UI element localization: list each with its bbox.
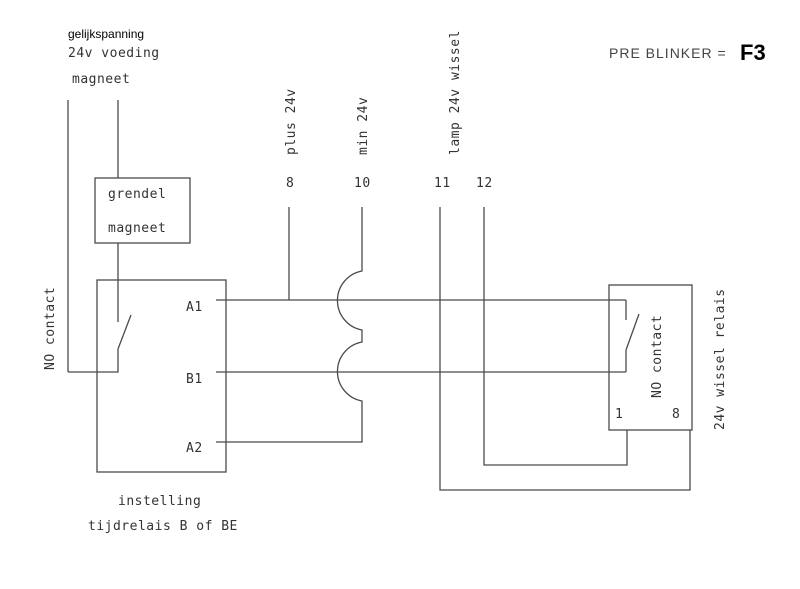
left-no-contact-label: NO contact [43, 287, 58, 370]
supply-label: 24v voeding [68, 46, 160, 61]
terminal-b1: B1 [186, 372, 203, 387]
terminal-number-12: 12 [476, 176, 493, 191]
terminal-label-min: min 24v [356, 97, 371, 155]
wire-11 [439, 207, 691, 491]
diagram-title: PRE BLINKER = [609, 45, 727, 61]
terminal-label-lamp: lamp 24v wissel [448, 30, 463, 155]
timer-switch-blade [117, 314, 132, 350]
relay-pin-8: 8 [672, 407, 680, 422]
lock-magnet-label-2: magneet [108, 221, 166, 236]
timer-switch-lower [68, 349, 119, 373]
switch-relay-label: 24v wissel relais [713, 288, 728, 430]
terminal-a1: A1 [186, 300, 203, 315]
switch-relay-box [608, 284, 693, 431]
supply-magnet-label: magneet [72, 72, 130, 87]
wire-12 [483, 207, 628, 466]
terminal-number-10: 10 [354, 176, 371, 191]
timer-caption-2: tijdrelais B of BE [88, 519, 238, 534]
lock-magnet-label-1: grendel [108, 187, 166, 202]
diagram-code: F3 [740, 40, 766, 65]
relay-pin-1: 1 [615, 407, 623, 422]
terminal-number-11: 11 [434, 176, 451, 191]
timer-caption-1: instelling [118, 494, 201, 509]
relay-no-contact-label: NO contact [650, 315, 665, 398]
terminal-a2: A2 [186, 441, 203, 456]
terminal-number-8: 8 [286, 176, 294, 191]
supply-type-label: gelijkspanning [68, 27, 144, 41]
terminal-label-plus: plus 24v [284, 88, 299, 155]
timer-relay-box [96, 279, 227, 473]
relay-switch-blade [625, 313, 640, 351]
lock-magnet-box [94, 177, 191, 244]
wire-min-24v [216, 207, 363, 443]
